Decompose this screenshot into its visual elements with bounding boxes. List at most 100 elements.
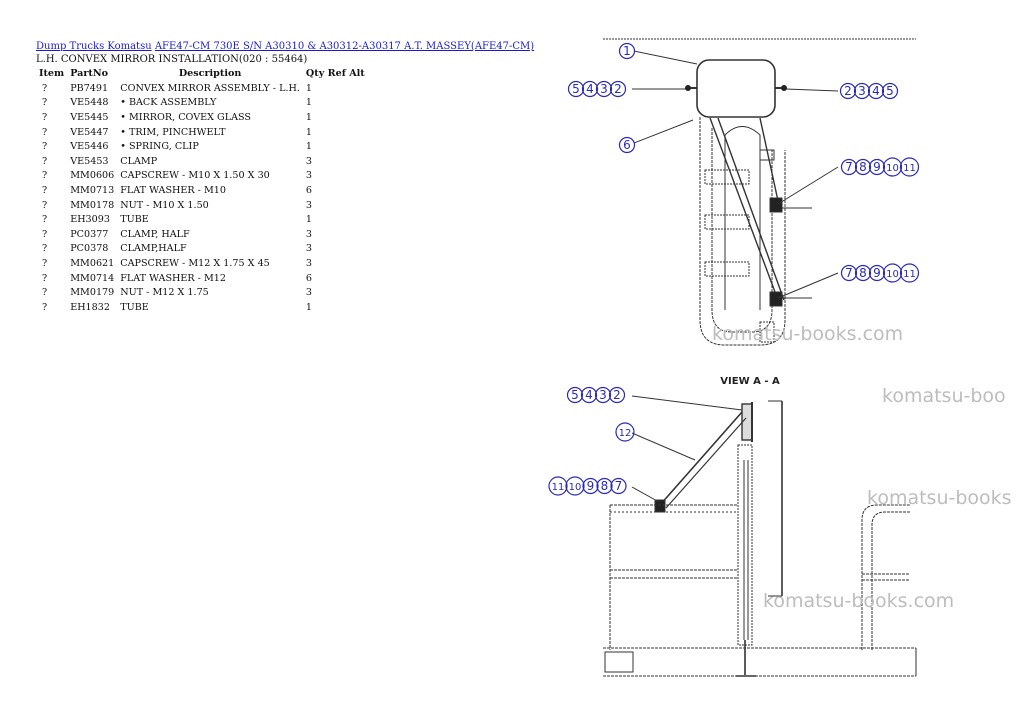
parts-table-header: Item PartNo Description Qty Ref Alt <box>36 66 368 81</box>
cell-qty: 1 <box>305 141 313 153</box>
cell-qty: 3 <box>305 170 313 182</box>
cell-item: ? <box>42 243 48 255</box>
callout-bubble <box>882 263 903 283</box>
callout-bubble <box>618 136 636 154</box>
callout-number: 2 <box>613 388 621 402</box>
cell-description: TUBE <box>120 301 149 313</box>
cell-item: ? <box>42 287 48 299</box>
cell-qty: 1 <box>305 97 313 109</box>
parts-table: Item PartNo Description Qty Ref Alt ?PB7… <box>36 66 368 315</box>
column-header-description: Description <box>178 68 242 79</box>
cell-partno: VE5448 <box>70 97 109 109</box>
callout-bubble <box>618 42 636 60</box>
callout-number: 3 <box>600 82 608 96</box>
column-header-qty-ref-alt: Qty Ref Alt <box>305 68 365 79</box>
callout-number: 7 <box>845 266 853 280</box>
cell-description: NUT - M10 X 1.50 <box>120 199 209 211</box>
callout-bubble <box>854 264 872 282</box>
callout-bubble <box>840 264 858 282</box>
cell-qty: 6 <box>305 272 313 284</box>
cell-description: FLAT WASHER - M10 <box>120 184 226 196</box>
callout-number: 2 <box>844 84 852 98</box>
callout-number: 4 <box>585 388 593 402</box>
callout-bubble <box>567 80 585 98</box>
callout-number: 8 <box>859 266 867 280</box>
callout-bubble <box>596 477 613 495</box>
cell-item: ? <box>42 214 48 226</box>
callout-bubble <box>839 82 857 100</box>
cell-item: ? <box>42 184 48 196</box>
cell-qty: 1 <box>305 214 313 226</box>
cell-partno: MM0621 <box>70 257 115 269</box>
column-header-partno: PartNo <box>70 68 109 79</box>
callout-bubble <box>882 157 903 177</box>
cell-description: CLAMP <box>120 155 158 167</box>
page-header: Dump Trucks Komatsu AFE47-CM 730E S/N A3… <box>36 40 534 66</box>
callout-bubble <box>609 80 627 98</box>
cell-description: CLAMP, HALF <box>120 228 190 240</box>
callout-number: 7 <box>615 479 623 493</box>
cell-qty: 3 <box>305 155 313 167</box>
callout-number: 5 <box>886 84 894 98</box>
callout-bubble <box>868 158 886 176</box>
callout-number: 10 <box>886 163 899 174</box>
cell-partno: MM0178 <box>70 199 115 211</box>
watermark: komatsu-books.com <box>763 590 955 612</box>
cell-qty: 3 <box>305 243 313 255</box>
callout-bubble <box>840 158 858 176</box>
watermark: komatsu-boo <box>882 385 1006 407</box>
cell-description: FLAT WASHER - M12 <box>120 272 226 284</box>
cell-item: ? <box>42 141 48 153</box>
cell-qty: 1 <box>305 126 313 138</box>
watermark: komatsu-books.com <box>712 323 904 345</box>
cell-item: ? <box>42 111 48 123</box>
cell-item: ? <box>42 257 48 269</box>
cell-description: • SPRING, CLIP <box>120 141 199 153</box>
callout-number: 9 <box>873 160 881 174</box>
cell-item: ? <box>42 301 48 313</box>
callout-bubble <box>594 386 612 404</box>
callout-bubble <box>881 82 899 100</box>
cell-partno: VE5447 <box>70 126 109 138</box>
callout-bubble <box>854 158 872 176</box>
callout-number: 1 <box>623 44 631 58</box>
callout-bubble <box>899 263 920 283</box>
cell-description: • MIRROR, COVEX GLASS <box>120 111 251 123</box>
callout-bubble <box>581 80 599 98</box>
callout-number: 11 <box>903 269 916 280</box>
breadcrumb-link-model[interactable]: AFE47-CM 730E S/N A30310 & A30312-A30317… <box>154 41 535 52</box>
callout-number: 9 <box>873 266 881 280</box>
callout-bubble <box>595 80 613 98</box>
callout-number: 4 <box>586 82 594 96</box>
breadcrumb-link-category[interactable]: Dump Trucks Komatsu <box>36 41 152 52</box>
cell-item: ? <box>42 155 48 167</box>
cell-qty: 3 <box>305 257 313 269</box>
cell-description: NUT - M12 X 1.75 <box>120 287 209 299</box>
callout-number: 6 <box>623 138 631 152</box>
cell-partno: VE5446 <box>70 141 109 153</box>
callout-bubble <box>615 422 635 442</box>
callout-bubble <box>566 386 584 404</box>
cell-partno: PC0377 <box>70 228 109 240</box>
callout-number: 5 <box>572 82 580 96</box>
callout-bubble <box>899 157 920 177</box>
cell-partno: EH3093 <box>70 214 110 226</box>
callout-number: 11 <box>552 482 565 493</box>
mirror-head-shape <box>696 59 776 118</box>
breadcrumb: Dump Trucks Komatsu AFE47-CM 730E S/N A3… <box>36 40 534 53</box>
cell-partno: VE5445 <box>70 111 109 123</box>
cell-partno: MM0714 <box>70 272 115 284</box>
